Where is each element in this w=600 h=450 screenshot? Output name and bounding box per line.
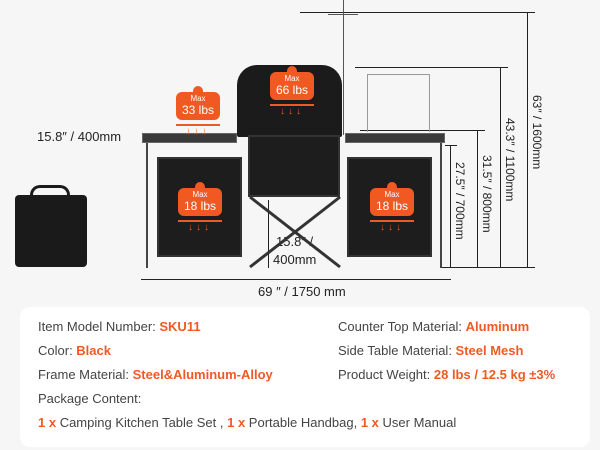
dim-depth: 15.8″ / 400mm xyxy=(37,129,122,144)
dim-total-height: 63″ / 1600mm xyxy=(530,95,544,170)
dim-line xyxy=(268,200,269,268)
dim-clearance-2: 400mm xyxy=(273,252,317,267)
spec-package-content: 1 x Camping Kitchen Table Set , 1 x Port… xyxy=(38,415,457,430)
left-table-top xyxy=(142,133,237,143)
lantern-pole xyxy=(343,0,344,135)
spec-package-label: Package Content: xyxy=(38,391,142,406)
dim-line xyxy=(300,12,535,13)
center-cabinet xyxy=(248,135,340,197)
x-frame xyxy=(249,195,341,269)
dim-line xyxy=(500,67,501,268)
lantern-hook xyxy=(328,14,358,15)
dim-line xyxy=(360,130,485,131)
utensil-rack xyxy=(367,74,430,132)
spec-color: Color: Black xyxy=(38,343,111,358)
dim-table-height: 27.5″ / 700mm xyxy=(453,162,467,240)
dim-line xyxy=(450,145,451,268)
dim-windscreen-height: 43.3″ / 1100mm xyxy=(503,118,517,202)
down-arrows-icon: ↓↓↓ xyxy=(370,220,414,233)
dim-shelf-height: 31.5″ / 800mm xyxy=(480,155,494,233)
dim-line xyxy=(477,130,478,268)
leg xyxy=(146,143,148,268)
spec-side-table: Side Table Material: Steel Mesh xyxy=(338,343,524,358)
spec-counter: Counter Top Material: Aluminum xyxy=(338,319,530,334)
down-arrows-icon: ↓↓↓ xyxy=(178,220,222,233)
spec-panel: Item Model Number: SKU11 Color: Black Fr… xyxy=(20,307,590,447)
dim-line xyxy=(141,279,451,280)
spec-frame: Frame Material: Steel&Aluminum-Alloy xyxy=(38,367,273,382)
dim-line xyxy=(440,267,535,268)
dim-width: 69 ″ / 1750 mm xyxy=(258,284,346,299)
leg xyxy=(440,143,442,268)
dim-line xyxy=(527,12,528,268)
handbag-handle xyxy=(30,185,70,205)
dim-line xyxy=(355,67,508,68)
handbag-image xyxy=(15,195,87,267)
spec-weight: Product Weight: 28 lbs / 12.5 kg ±3% xyxy=(338,367,556,382)
dim-line xyxy=(445,145,457,146)
spec-model: Item Model Number: SKU11 xyxy=(38,319,201,334)
down-arrows-icon: ↓↓↓ xyxy=(176,124,220,137)
right-table-top xyxy=(345,133,445,143)
down-arrows-icon: ↓↓↓ xyxy=(270,104,314,117)
